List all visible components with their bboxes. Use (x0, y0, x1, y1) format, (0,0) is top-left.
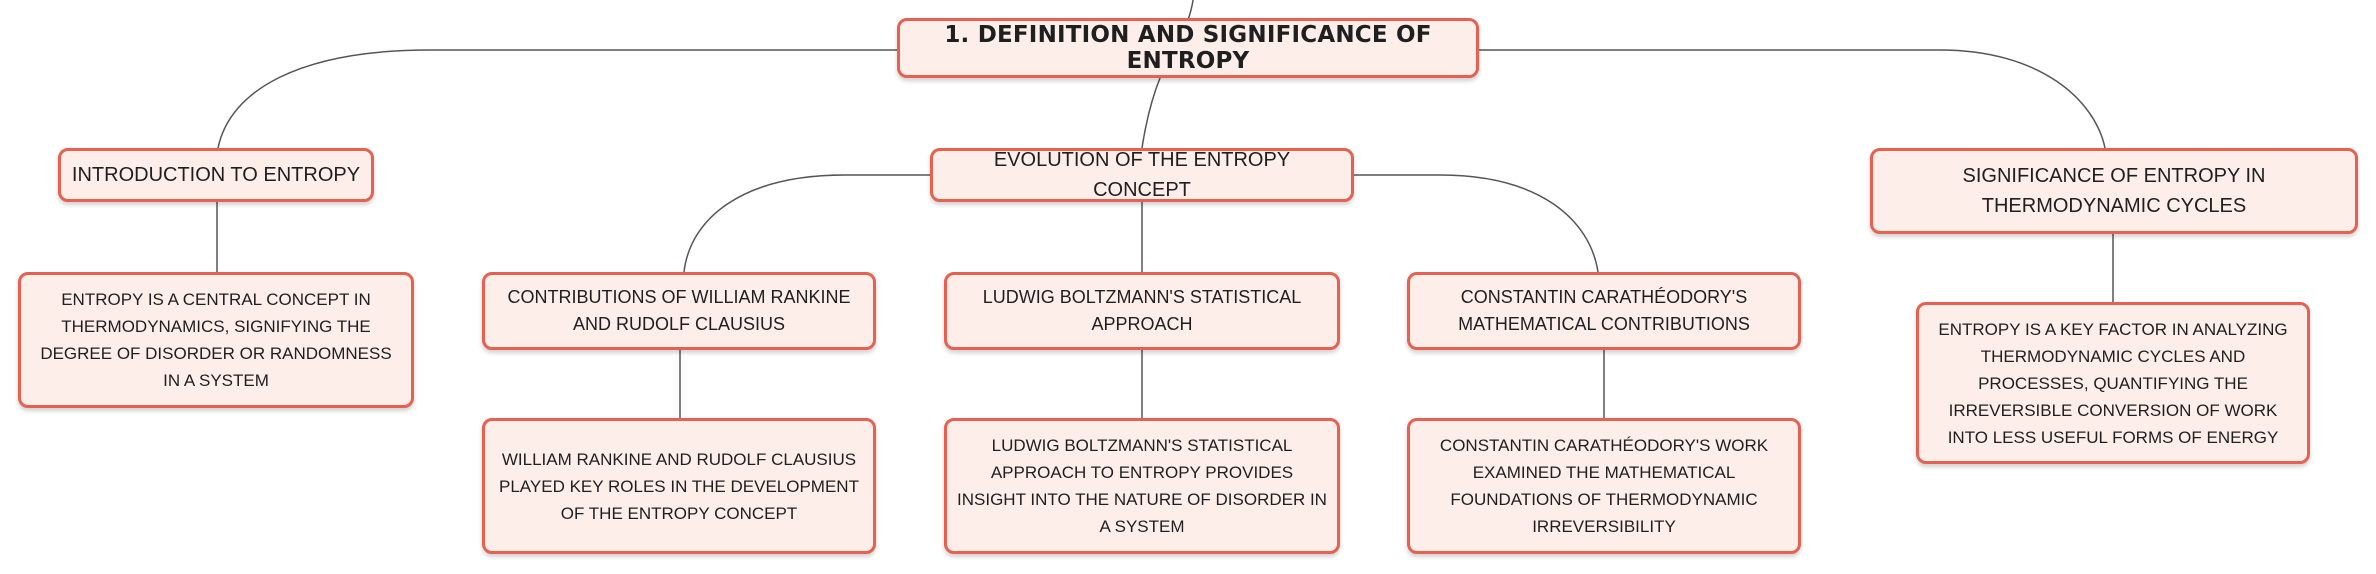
detail-caratheodory-text: CONSTANTIN CARATHÉODORY'S WORK EXAMINED … (1439, 436, 1769, 536)
topic-introduction[interactable]: INTRODUCTION TO ENTROPY (58, 148, 374, 202)
detail-introduction-text: ENTROPY IS A CENTRAL CONCEPT IN THERMODY… (40, 290, 392, 390)
subtopic-caratheodory-label: CONSTANTIN CARATHÉODORY'S MATHEMATICAL C… (1458, 287, 1750, 334)
detail-rankine-clausius[interactable]: WILLIAM RANKINE AND RUDOLF CLAUSIUS PLAY… (482, 418, 876, 554)
connector-parent-root (1187, 0, 1194, 21)
subtopic-caratheodory[interactable]: CONSTANTIN CARATHÉODORY'S MATHEMATICAL C… (1407, 272, 1801, 350)
detail-rankine-clausius-text: WILLIAM RANKINE AND RUDOLF CLAUSIUS PLAY… (499, 449, 859, 523)
root-topic-label: 1. DEFINITION AND SIGNIFICANCE OF ENTROP… (944, 22, 1432, 74)
subtopic-rankine-clausius[interactable]: CONTRIBUTIONS OF WILLIAM RANKINE AND RUD… (482, 272, 876, 350)
topic-evolution-label: EVOLUTION OF THE ENTROPY CONCEPT (993, 149, 1291, 201)
detail-significance[interactable]: ENTROPY IS A KEY FACTOR IN ANALYZING THE… (1916, 302, 2310, 464)
topic-significance-label: SIGNIFICANCE OF ENTROPY IN THERMODYNAMIC… (1962, 165, 2266, 217)
topic-evolution[interactable]: EVOLUTION OF THE ENTROPY CONCEPT (930, 148, 1354, 202)
connector-root-introduction (217, 49, 900, 149)
connector-evolution-caratheodory (1352, 174, 1599, 273)
detail-caratheodory[interactable]: CONSTANTIN CARATHÉODORY'S WORK EXAMINED … (1407, 418, 1801, 554)
connector-root-significance (1478, 49, 2106, 149)
topic-introduction-label: INTRODUCTION TO ENTROPY (71, 164, 361, 186)
subtopic-boltzmann-label: LUDWIG BOLTZMANN'S STATISTICAL APPROACH (982, 287, 1302, 334)
detail-significance-text: ENTROPY IS A KEY FACTOR IN ANALYZING THE… (1938, 319, 2288, 447)
subtopic-rankine-clausius-label: CONTRIBUTIONS OF WILLIAM RANKINE AND RUD… (507, 287, 851, 334)
connector-evolution-rankine (683, 174, 930, 273)
root-topic[interactable]: 1. DEFINITION AND SIGNIFICANCE OF ENTROP… (897, 18, 1479, 78)
detail-boltzmann-text: LUDWIG BOLTZMANN'S STATISTICAL APPROACH … (957, 436, 1327, 536)
connector-root-evolution (1141, 77, 1161, 149)
topic-significance[interactable]: SIGNIFICANCE OF ENTROPY IN THERMODYNAMIC… (1870, 148, 2358, 234)
detail-introduction[interactable]: ENTROPY IS A CENTRAL CONCEPT IN THERMODY… (18, 272, 414, 408)
detail-boltzmann[interactable]: LUDWIG BOLTZMANN'S STATISTICAL APPROACH … (944, 418, 1340, 554)
subtopic-boltzmann[interactable]: LUDWIG BOLTZMANN'S STATISTICAL APPROACH (944, 272, 1340, 350)
